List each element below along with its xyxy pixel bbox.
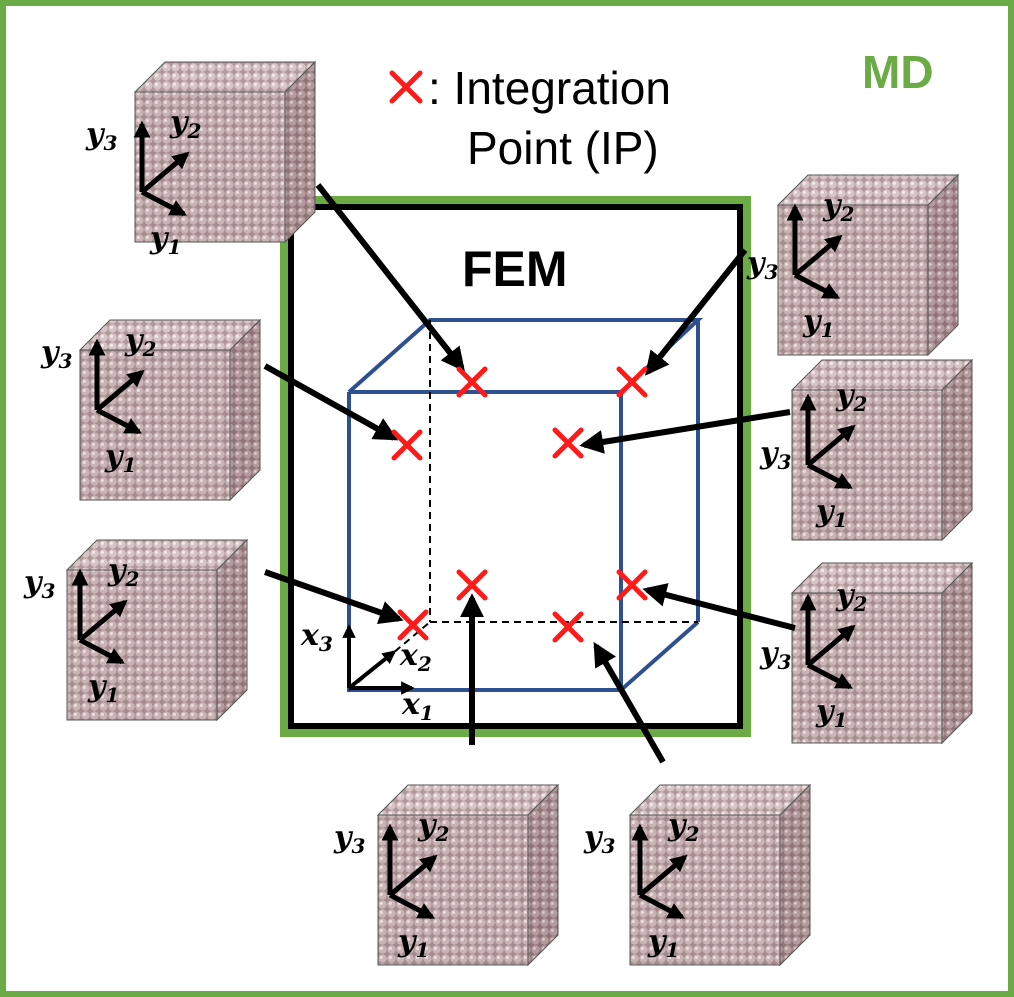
axis-label-y3: y3: [583, 820, 615, 858]
cube-axes: [71, 568, 128, 665]
arrow-icon: [264, 569, 404, 624]
axis-label-y2: y2: [169, 105, 201, 143]
axis-label-x1: x1: [401, 687, 434, 725]
cube-axes: [786, 203, 843, 300]
cube-top-face: [376, 784, 560, 816]
legend-line1: : Integration: [428, 62, 671, 114]
axis-label-y1: y1: [87, 669, 119, 707]
axis-label-y1: y1: [647, 924, 679, 962]
axis-label-x3: x3: [300, 618, 333, 656]
cube-front-face: [134, 91, 286, 243]
axis-label-y1: y1: [149, 221, 181, 259]
cube-front-face: [79, 349, 231, 501]
arrow-icon: [642, 583, 796, 631]
ip-cross-icon: [397, 609, 429, 641]
cube-axes: [631, 823, 688, 920]
cube-side-face: [216, 538, 248, 722]
axis-label-y2: y2: [124, 323, 156, 361]
cube-side-face: [527, 783, 559, 967]
axis-label-y3: y3: [85, 117, 117, 155]
cube-top-face: [790, 562, 974, 594]
cube-side-face: [941, 358, 973, 542]
arrow-icon: [579, 409, 791, 454]
cube-side-face: [941, 561, 973, 745]
cube-side-face: [779, 783, 811, 967]
arrow-icon: [263, 363, 399, 441]
axis-label-y3: y3: [759, 436, 791, 474]
axis-label-y2: y2: [822, 188, 854, 226]
arrow-icon: [593, 641, 666, 764]
axis-label-y2: y2: [835, 578, 867, 616]
axis-label-y1: y1: [815, 694, 847, 732]
atom-cube-1: y3 y2 y1: [85, 60, 317, 259]
legend-line2: Point (IP): [467, 122, 659, 174]
cube-axes: [799, 593, 856, 690]
fem-frame-inner: [288, 204, 743, 729]
legend-cross-icon: [389, 70, 423, 104]
axis-label-y1: y1: [397, 924, 429, 962]
axis-label-y1: y1: [802, 304, 834, 342]
arrow-icon: [645, 248, 748, 376]
cube-top-face: [790, 359, 974, 391]
cube-axes: [799, 393, 856, 490]
atom-cube-8: y3 y2 y1: [759, 561, 974, 745]
arrow-icon: [315, 183, 465, 372]
axis-label-y3: y3: [40, 335, 72, 373]
md-label: MD: [862, 46, 934, 98]
cube-side-face: [927, 173, 959, 357]
cube-top-face: [133, 61, 317, 93]
ip-cross-icon: [552, 427, 584, 459]
ip-cross-icon: [616, 366, 648, 398]
cube-top-face: [776, 174, 960, 206]
atom-cube-6: y3 y2 y1: [746, 173, 960, 357]
cube-front-face: [629, 814, 781, 966]
fem-frame-outer: [280, 196, 751, 737]
cube-top-face: [65, 539, 249, 571]
cube-front-face: [377, 814, 529, 966]
atom-cube-5: y3 y2 y1: [583, 783, 812, 967]
ip-cross-icon: [616, 569, 648, 601]
axis-label-y2: y2: [835, 378, 867, 416]
atom-cube-7: y3 y2 y1: [759, 358, 974, 542]
axis-label-y3: y3: [23, 565, 55, 603]
cube-side-face: [229, 318, 261, 502]
axis-label-y1: y1: [815, 494, 847, 532]
fem-label: FEM: [462, 241, 568, 297]
cube-top-face: [628, 784, 812, 816]
ip-cross-icon: [456, 569, 488, 601]
axis-label-y1: y1: [104, 439, 136, 477]
ip-cross-icon: [456, 366, 488, 398]
axis-label-x2: x2: [399, 638, 432, 676]
cube-axes: [88, 338, 145, 435]
atom-cube-4: y3 y2 y1: [333, 783, 560, 967]
axis-label-y2: y2: [667, 808, 699, 846]
cube-side-face: [284, 60, 316, 244]
legend: : Integration Point (IP): [389, 62, 671, 174]
ip-cross-icon: [552, 611, 584, 643]
cube-axes: [133, 120, 190, 217]
cube-front-face: [791, 389, 943, 541]
axis-label-y3: y3: [333, 820, 365, 858]
atom-cube-2: y3 y2 y1: [40, 318, 262, 502]
axis-label-y2: y2: [107, 553, 139, 591]
cube-axes: [381, 823, 438, 920]
atom-cube-3: y3 y2 y1: [23, 538, 249, 722]
axis-label-y3: y3: [759, 636, 791, 674]
fem-axes: [342, 624, 415, 695]
cube-top-face: [78, 319, 262, 351]
axis-label-y2: y2: [417, 808, 449, 846]
ip-cross-icon: [391, 429, 423, 461]
axis-label-y3: y3: [746, 246, 778, 284]
